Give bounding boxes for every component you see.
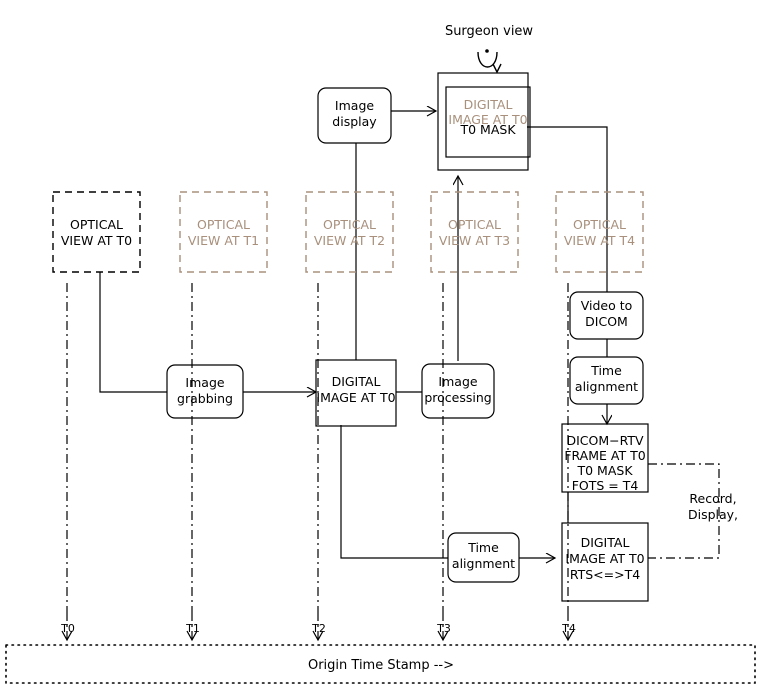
- optical-view-t1-label-line2: VIEW AT T1: [188, 233, 259, 248]
- timeline-verticals: [66, 283, 569, 612]
- timeline-tick-label-t1: T1: [185, 622, 200, 635]
- link-t0mask-to-video-dicom: [527, 126, 608, 292]
- image-display-label-line1: Image: [335, 98, 374, 113]
- dicom-rtv-label-line1: DICOM−RTV: [566, 433, 644, 448]
- record-display-bracket-path: [648, 463, 720, 559]
- digital-image-t0-node[interactable]: DIGITAL IMAGE AT T0: [315, 359, 397, 427]
- digital-image-t0-box[interactable]: [315, 359, 397, 427]
- time-alignment-top-label-line2: alignment: [575, 379, 638, 394]
- image-processing-node[interactable]: Image processing: [421, 363, 495, 419]
- dicom-rtv-label-line2: FRAME AT T0: [564, 448, 645, 463]
- optical-view-t3-label-line2: VIEW AT T3: [439, 233, 510, 248]
- optical-view-t2-box: [305, 191, 394, 273]
- image-processing-box[interactable]: [421, 363, 495, 419]
- time-alignment-bottom-node[interactable]: Time alignment: [447, 532, 520, 583]
- optical-view-t0-box: [52, 191, 141, 273]
- t0-mask-node[interactable]: DIGITAL IMAGE AT T0 T0 MASK: [437, 72, 531, 171]
- record-display-label-line1: Record,: [689, 491, 736, 506]
- optical-view-boxes: [52, 191, 644, 273]
- timeline-caption: Origin Time Stamp -->: [308, 658, 454, 673]
- optical-view-t4-box: [555, 191, 644, 273]
- record-display-label-group: Record, Display,: [688, 491, 738, 522]
- video-to-dicom-label-line1: Video to: [581, 298, 633, 313]
- dicom-rtv-frame-box[interactable]: [561, 423, 649, 493]
- surgeon-view-caption: Surgeon view: [445, 24, 533, 39]
- image-grabbing-node[interactable]: Image grabbing: [166, 364, 244, 419]
- timeline-tick-label-t0: T0: [60, 622, 75, 635]
- digital-image-rts-node[interactable]: DIGITAL IMAGE AT T0 RTS<=>T4: [561, 522, 649, 602]
- t0-mask-label-line3: T0 MASK: [459, 122, 516, 137]
- optical-view-t4-label-line1: OPTICAL: [573, 217, 626, 232]
- time-alignment-bottom-label-line1: Time: [467, 540, 499, 555]
- optical-view-t1-box: [179, 191, 268, 273]
- record-display-bracket: [648, 463, 720, 559]
- optical-view-t0-label-line1: OPTICAL: [70, 217, 123, 232]
- image-display-node[interactable]: Image display: [317, 87, 392, 144]
- video-to-dicom-label-line2: DICOM: [585, 314, 628, 329]
- timeline-tick-label-t2: T2: [311, 622, 326, 635]
- image-display-label-line2: display: [332, 114, 377, 129]
- time-alignment-bottom-label-line2: alignment: [452, 556, 515, 571]
- time-alignment-bottom-box[interactable]: [447, 532, 520, 583]
- video-to-dicom-node[interactable]: Video to DICOM: [569, 291, 644, 340]
- t0-mask-label-line2: IMAGE AT T0: [448, 112, 527, 127]
- digital-image-t0-label-line1: DIGITAL: [332, 374, 381, 389]
- timeline-tick-label-t4: T4: [561, 622, 576, 635]
- timeline-band: T0 T1 T2 T3 T4 Origin Time Stamp -->: [5, 612, 756, 684]
- t0-mask-outer-box[interactable]: [437, 72, 529, 171]
- digital-image-rts-label-line2: IMAGE AT T0: [565, 551, 644, 566]
- optical-view-t0-label-line2: VIEW AT T0: [61, 233, 132, 248]
- time-alignment-top-node[interactable]: Time alignment: [569, 356, 644, 405]
- image-processing-label-line2: processing: [424, 390, 491, 405]
- image-grabbing-label-line1: Image: [185, 375, 224, 390]
- timeline-band-box: [5, 644, 756, 684]
- surgeon-view-dot-icon: [485, 49, 489, 53]
- dicom-rtv-label-line3: T0 MASK: [576, 463, 633, 478]
- connectors: [99, 111, 608, 559]
- image-grabbing-label-line2: grabbing: [177, 391, 233, 406]
- link-digital-image-to-timealign-bottom: [340, 425, 448, 559]
- image-processing-label-line1: Image: [438, 374, 477, 389]
- optical-view-t2-label-line1: OPTICAL: [323, 217, 376, 232]
- dicom-rtv-label-line4: FOTS = T4: [572, 478, 639, 493]
- t0-mask-inner-box[interactable]: [445, 86, 531, 158]
- timeline-tick-label-t3: T3: [436, 622, 451, 635]
- image-display-box[interactable]: [317, 87, 392, 144]
- optical-view-t3-box: [430, 191, 519, 273]
- optical-view-t1-label-line1: OPTICAL: [197, 217, 250, 232]
- time-alignment-top-box[interactable]: [569, 356, 644, 405]
- digital-image-t0-label-line2: IMAGE AT T0: [316, 390, 395, 405]
- surgeon-view-curve-arrow-icon: [477, 51, 498, 68]
- surgeon-view-arrowhead-icon: [492, 63, 502, 74]
- time-alignment-top-label-line1: Time: [590, 363, 622, 378]
- link-optical-t0-to-grabbing: [99, 272, 167, 393]
- digital-image-rts-label-line3: RTS<=>T4: [570, 567, 640, 582]
- record-display-label-line2: Display,: [688, 507, 738, 522]
- video-to-dicom-box[interactable]: [569, 291, 644, 340]
- surgeon-view-group: Surgeon view: [445, 24, 533, 74]
- t0-mask-label-line1: DIGITAL: [464, 97, 513, 112]
- optical-view-t4-label-line2: VIEW AT T4: [564, 233, 635, 248]
- optical-view-labels: OPTICAL VIEW AT T0 OPTICAL VIEW AT T1 OP…: [61, 217, 635, 248]
- digital-image-rts-label-line1: DIGITAL: [581, 535, 630, 550]
- dicom-rtv-frame-node[interactable]: DICOM−RTV FRAME AT T0 T0 MASK FOTS = T4: [561, 423, 649, 493]
- optical-view-t2-label-line2: VIEW AT T2: [314, 233, 385, 248]
- digital-image-rts-box[interactable]: [561, 522, 649, 602]
- optical-view-t3-label-line1: OPTICAL: [448, 217, 501, 232]
- image-grabbing-box[interactable]: [166, 364, 244, 419]
